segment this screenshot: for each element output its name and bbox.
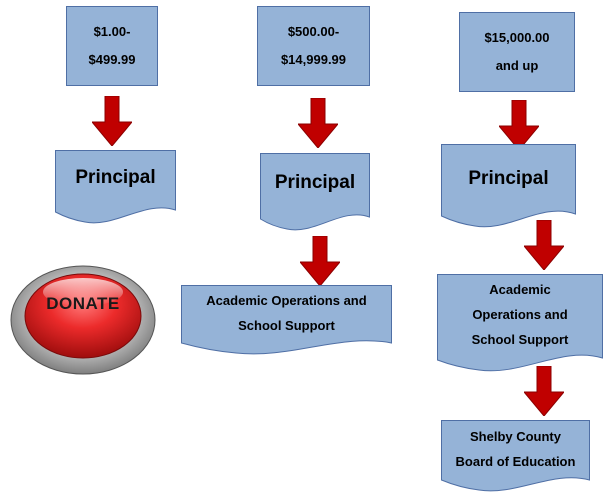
arrow-3-2 — [524, 220, 564, 270]
board-line-1: Shelby County — [469, 429, 561, 444]
arrow-2-1 — [298, 98, 338, 148]
tier-box-2: $500.00- $14,999.99 — [257, 6, 370, 86]
principal-3-label: Principal — [468, 168, 549, 189]
arrow-2-2 — [300, 236, 340, 286]
academic-ops-3-line-2: Operations and — [472, 307, 568, 322]
tier-2-line-1: $500.00- — [287, 24, 340, 39]
doc-academic-ops-3: Academic Operations and School Support — [437, 274, 603, 374]
arrow-1-1 — [92, 96, 132, 146]
arrow-3-1 — [499, 100, 539, 150]
board-line-2: Board of Education — [455, 454, 576, 469]
doc-academic-ops-2: Academic Operations and School Support — [181, 285, 392, 357]
doc-principal-3: Principal — [441, 144, 576, 230]
academic-ops-3-line-3: School Support — [471, 332, 569, 347]
principal-1-label: Principal — [75, 167, 156, 188]
tier-3-line-1: $15,000.00 — [484, 30, 550, 45]
donate-button[interactable]: DONATE — [10, 258, 156, 376]
tier-box-3: $15,000.00 and up — [459, 12, 575, 92]
academic-ops-2-line-1: Academic Operations and — [206, 293, 367, 308]
donate-label: DONATE — [46, 294, 120, 313]
tier-1-line-1: $1.00- — [93, 24, 131, 39]
doc-principal-2: Principal — [260, 153, 370, 233]
tier-3-line-2: and up — [495, 58, 539, 73]
academic-ops-2-line-2: School Support — [238, 318, 335, 333]
tier-box-1: $1.00- $499.99 — [66, 6, 158, 86]
doc-board-of-education: Shelby County Board of Education — [441, 420, 590, 495]
tier-2-line-2: $14,999.99 — [280, 52, 347, 67]
doc-principal-1: Principal — [55, 150, 176, 226]
tier-1-line-2: $499.99 — [88, 52, 136, 67]
principal-2-label: Principal — [274, 172, 356, 193]
arrow-3-3 — [524, 366, 564, 416]
academic-ops-3-line-1: Academic — [489, 282, 551, 297]
